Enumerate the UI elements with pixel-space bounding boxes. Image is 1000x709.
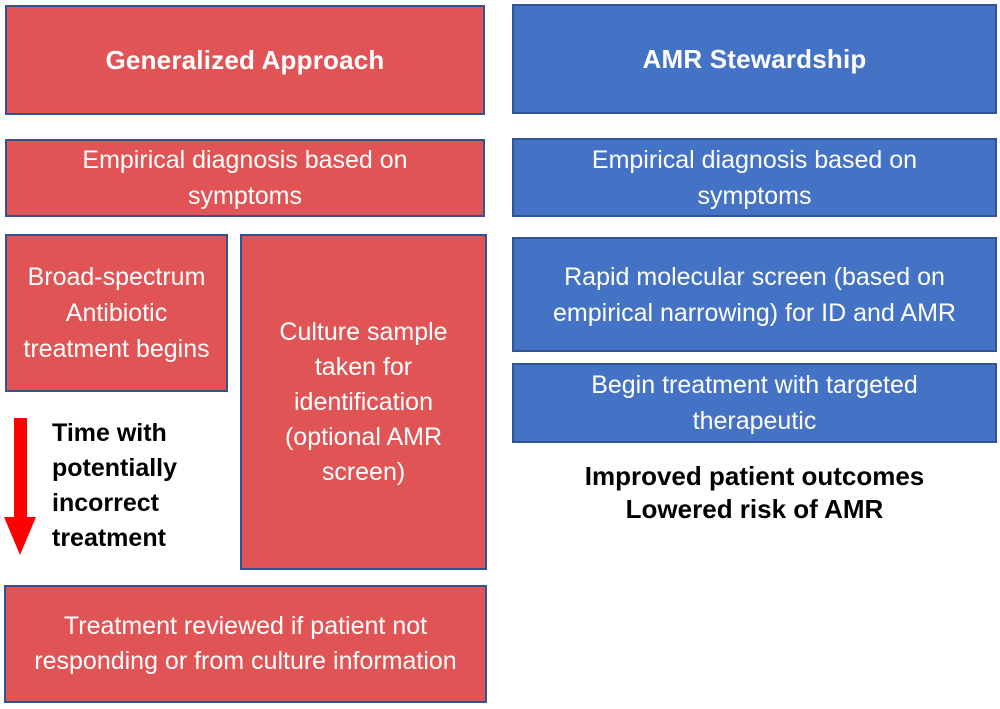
improved-outcomes-note: Improved patient outcomes Lowered risk o… (512, 460, 997, 526)
targeted-therapeutic-box: Begin treatment with targeted therapeuti… (512, 363, 997, 443)
treatment-reviewed-box: Treatment reviewed if patient not respon… (4, 585, 487, 703)
culture-sample-label: Culture sample taken for identification … (279, 317, 448, 486)
amr-stewardship-header: AMR Stewardship (512, 4, 997, 114)
red-down-arrow-icon (4, 418, 36, 555)
culture-sample-box: Culture sample taken for identification … (240, 234, 487, 570)
broad-spectrum-treatment-label: Broad-spectrum Antibiotic treatment begi… (23, 263, 210, 363)
time-incorrect-treatment-note: Time with potentially incorrect treatmen… (52, 419, 178, 552)
improved-outcomes-line2: Lowered risk of AMR (625, 494, 884, 524)
stewardship-empirical-diagnosis-box: Empirical diagnosis based on symptoms (512, 138, 997, 217)
stewardship-empirical-diagnosis-label: Empirical diagnosis based on symptoms (591, 145, 918, 210)
improved-outcomes-line1: Improved patient outcomes (584, 461, 925, 491)
generalized-approach-header: Generalized Approach (5, 5, 485, 115)
broad-spectrum-treatment-box: Broad-spectrum Antibiotic treatment begi… (5, 234, 228, 392)
generalized-empirical-diagnosis-label: Empirical diagnosis based on symptoms (82, 146, 408, 210)
generalized-approach-header-label: Generalized Approach (105, 44, 385, 75)
rapid-molecular-screen-label: Rapid molecular screen (based on empiric… (553, 262, 956, 327)
amr-stewardship-header-label: AMR Stewardship (642, 43, 867, 74)
generalized-empirical-diagnosis-box: Empirical diagnosis based on symptoms (5, 139, 485, 217)
treatment-reviewed-label: Treatment reviewed if patient not respon… (34, 612, 457, 675)
targeted-therapeutic-label: Begin treatment with targeted therapeuti… (591, 371, 918, 435)
rapid-molecular-screen-box: Rapid molecular screen (based on empiric… (512, 237, 997, 352)
